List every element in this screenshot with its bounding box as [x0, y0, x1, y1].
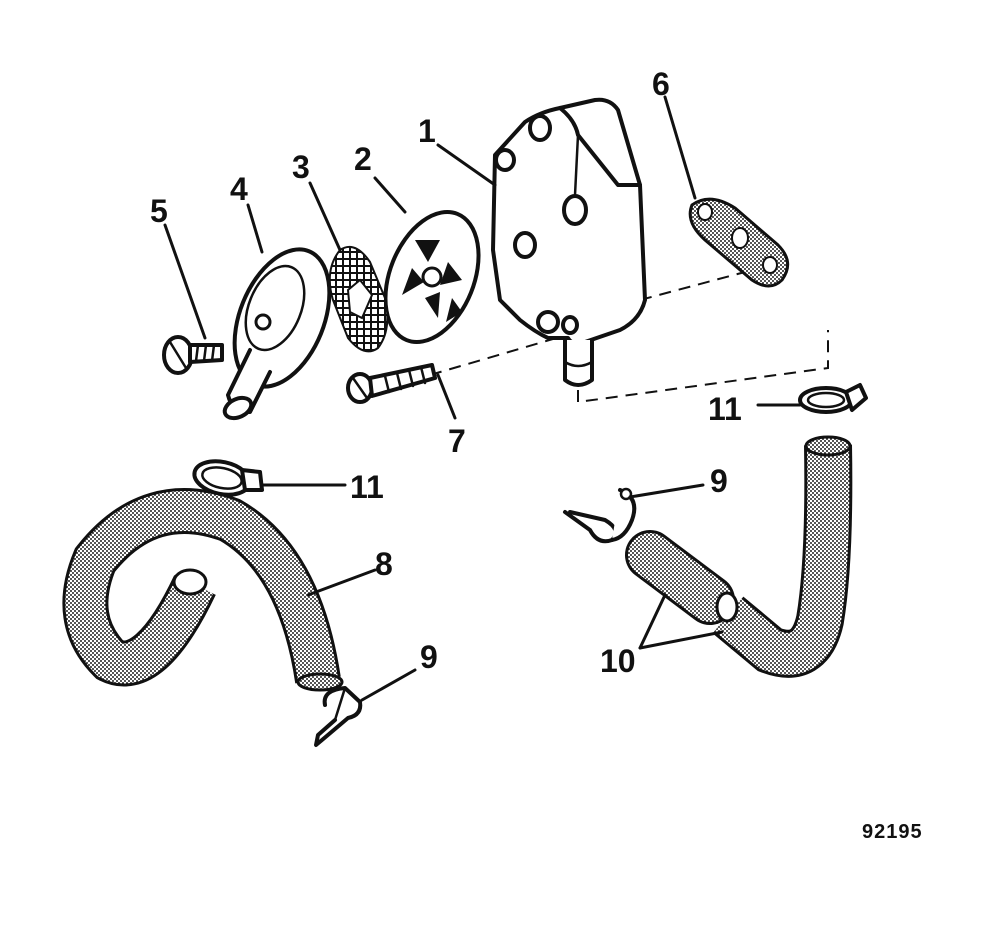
callout-mount-screw: 7 — [448, 423, 466, 459]
pump-body — [491, 97, 647, 387]
hose-left — [62, 488, 344, 692]
callout-pump-body: 1 — [418, 113, 436, 149]
callout-hose-right: 10 — [600, 643, 636, 679]
callout-clamp-left: 11 — [350, 469, 384, 505]
assembly-guide-lines — [429, 267, 829, 404]
clip-right — [563, 487, 637, 544]
cover-screw — [162, 335, 224, 375]
callout-clamp-right: 11 — [708, 391, 742, 427]
callout-cover-screw: 5 — [150, 193, 168, 229]
filter-disc — [383, 210, 481, 344]
callout-clip-left: 9 — [420, 639, 438, 675]
callout-filter-disc: 2 — [354, 141, 372, 177]
hose-right — [625, 435, 853, 678]
mount-screw — [346, 363, 437, 404]
gasket — [688, 197, 790, 288]
callout-cover: 4 — [230, 171, 248, 207]
callout-clip-right: 9 — [710, 463, 728, 499]
callout-screen: 3 — [292, 149, 310, 185]
clamp-left — [192, 459, 264, 497]
figure-number: 92195 — [862, 821, 923, 843]
clip-left — [314, 686, 363, 747]
leader-lines — [163, 95, 802, 702]
callout-gasket: 6 — [652, 66, 670, 102]
screen — [328, 246, 389, 353]
clamp-right — [798, 383, 868, 414]
cover — [222, 247, 332, 421]
callout-hose-left: 8 — [375, 546, 393, 582]
